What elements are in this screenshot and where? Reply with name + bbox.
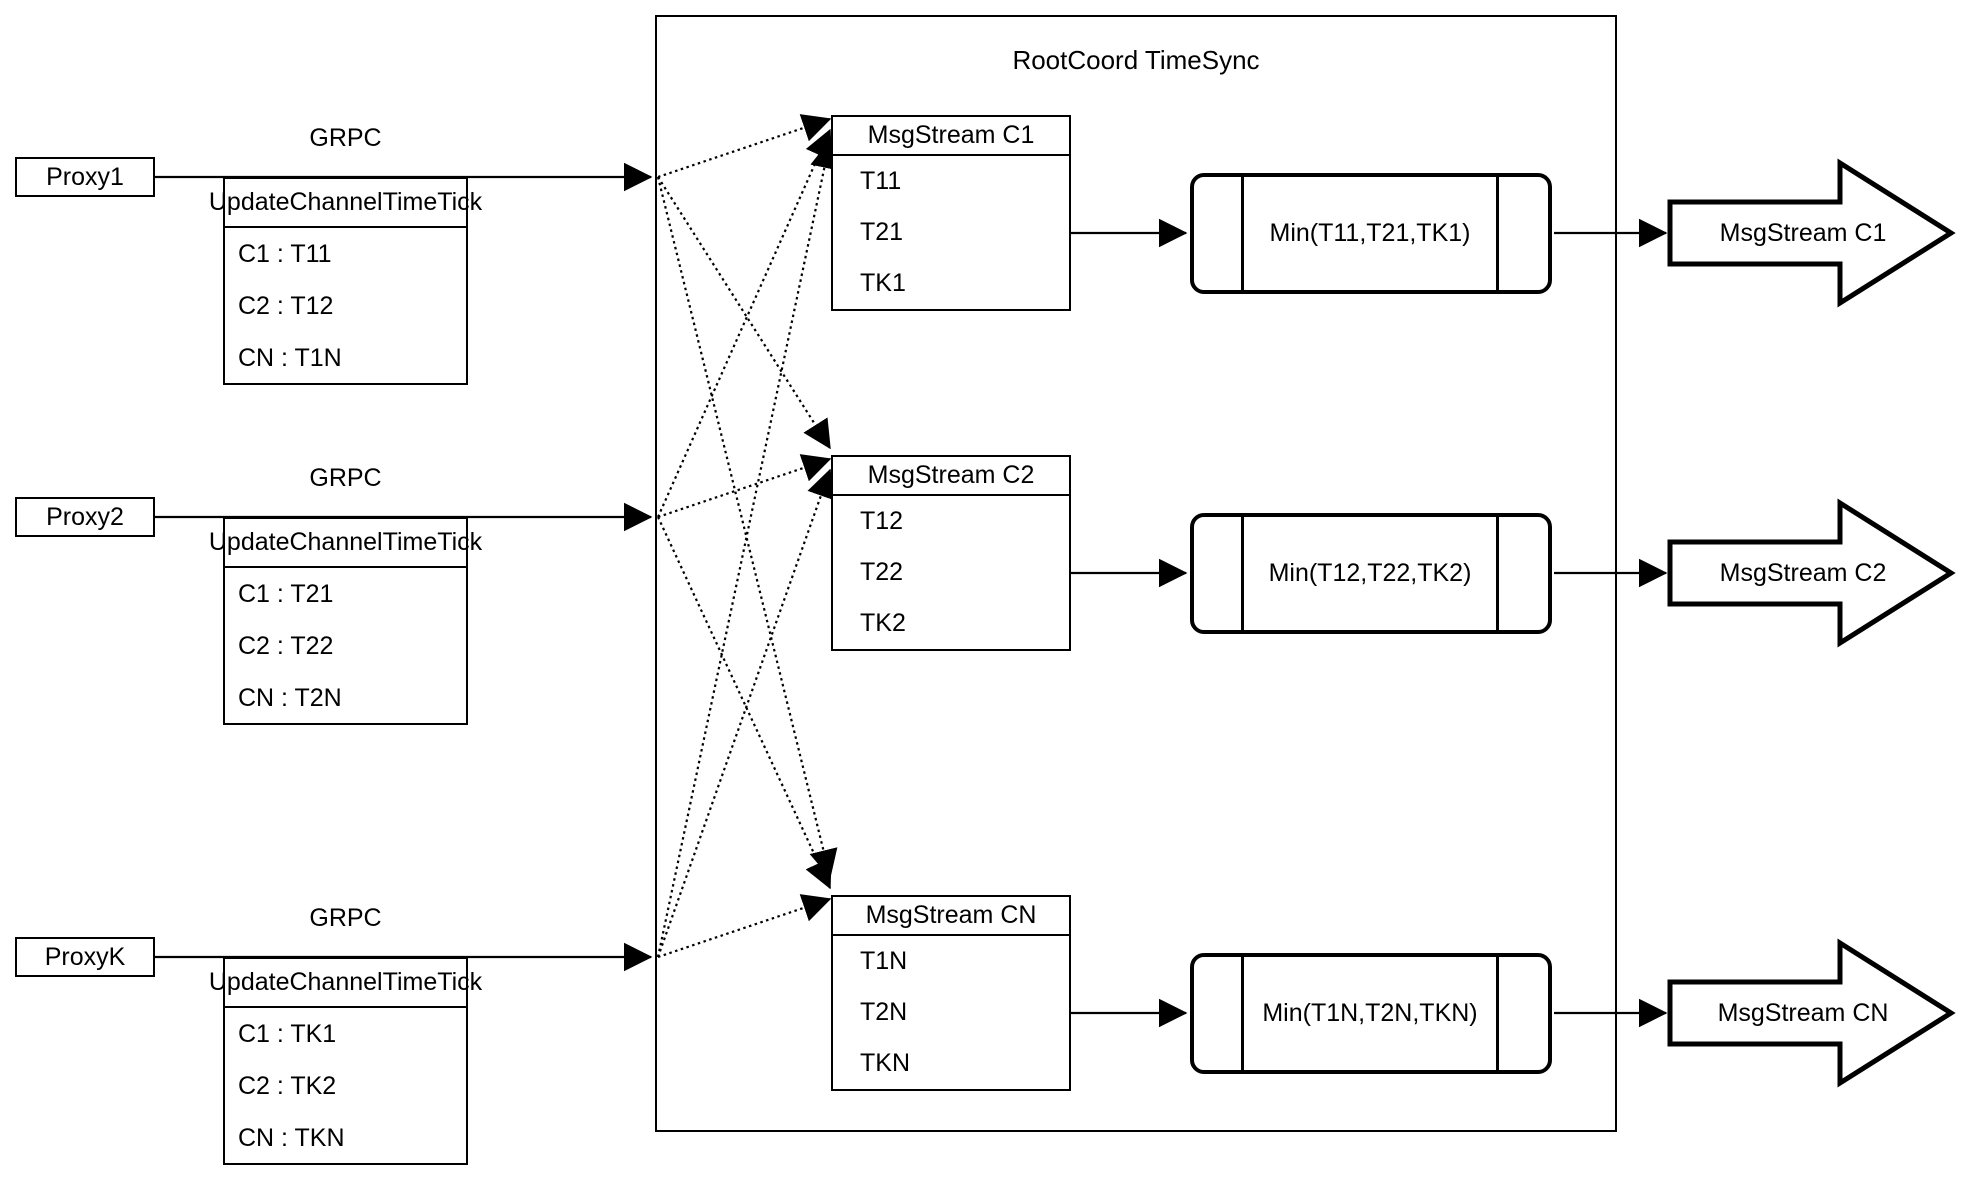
- grpc-label-3: GRPC: [309, 903, 382, 932]
- output-arrow-label-c2: MsgStream C2: [1719, 558, 1887, 587]
- proxy-box-k: ProxyK: [15, 937, 155, 977]
- update-tick-table-2: UpdateChannelTimeTick C1 : T21 C2 : T22 …: [209, 517, 482, 725]
- table-row: CN : T1N: [238, 343, 342, 372]
- output-arrow-shapes: [1667, 158, 1956, 1088]
- update-tick-table-3: UpdateChannelTimeTick C1 : TK1 C2 : TK2 …: [209, 957, 482, 1165]
- msgstream-table-c1: MsgStream C1 T11 T21 TK1: [831, 115, 1071, 311]
- table-row: CN : TKN: [238, 1123, 345, 1152]
- update-tick-table-1: UpdateChannelTimeTick C1 : T11 C2 : T12 …: [209, 177, 482, 385]
- table-row: C1 : TK1: [238, 1019, 337, 1048]
- proxy-label: ProxyK: [44, 942, 126, 971]
- node-side-bar: [1496, 957, 1499, 1070]
- proxy-box-2: Proxy2: [15, 497, 155, 537]
- table-row: T1N: [860, 947, 908, 975]
- min-label: Min(T11,T21,TK1): [1269, 219, 1471, 247]
- output-arrow-shape-cn: [1667, 938, 1956, 1088]
- min-node-cn: Min(T1N,T2N,TKN): [1190, 953, 1552, 1074]
- table-row: T12: [860, 507, 904, 535]
- table-row: CN : T2N: [238, 683, 342, 712]
- min-node-c1: Min(T11,T21,TK1): [1190, 173, 1552, 294]
- table-row: TKN: [860, 1049, 910, 1077]
- table-row: C1 : T21: [238, 579, 334, 608]
- table-row: T11: [860, 167, 902, 195]
- min-label: Min(T12,T22,TK2): [1268, 559, 1472, 587]
- proxy-label: Proxy1: [46, 162, 124, 191]
- table-row: T2N: [860, 998, 908, 1026]
- fanout-dotted-arrows: [656, 114, 839, 959]
- node-side-bar: [1496, 517, 1499, 630]
- min-label: Min(T1N,T2N,TKN): [1262, 999, 1478, 1027]
- table-row: TK2: [860, 609, 906, 637]
- node-side-bar: [1241, 177, 1244, 290]
- proxy-box-1: Proxy1: [15, 157, 155, 197]
- table-row: T21: [860, 218, 904, 246]
- table-row: T22: [860, 558, 904, 586]
- table-row: TK1: [860, 269, 906, 297]
- table-header: MsgStream CN: [833, 897, 1069, 936]
- table-header: MsgStream C2: [833, 457, 1069, 496]
- output-arrow-label-cn: MsgStream CN: [1717, 998, 1889, 1027]
- table-row: C1 : T11: [238, 239, 332, 268]
- node-side-bar: [1241, 957, 1244, 1070]
- msgstream-table-c2: MsgStream C2 T12 T22 TK2: [831, 455, 1071, 651]
- rootcoord-box: RootCoord TimeSync: [655, 15, 1617, 1132]
- proxy-label: Proxy2: [46, 502, 124, 531]
- table-header: UpdateChannelTimeTick: [209, 179, 482, 228]
- output-arrow-shape-c1: [1667, 158, 1956, 308]
- grpc-label-2: GRPC: [309, 463, 382, 492]
- node-side-bar: [1241, 517, 1244, 630]
- grpc-label-1: GRPC: [309, 123, 382, 152]
- table-header: MsgStream C1: [833, 117, 1069, 156]
- table-row: C2 : T22: [238, 631, 334, 660]
- table-row: C2 : T12: [238, 291, 334, 320]
- msgstream-table-cn: MsgStream CN T1N T2N TKN: [831, 895, 1071, 1091]
- output-arrow-label-c1: MsgStream C1: [1719, 218, 1887, 247]
- pipeline-connector-lines: [1071, 218, 1668, 1028]
- table-header: UpdateChannelTimeTick: [209, 959, 482, 1008]
- rootcoord-title: RootCoord TimeSync: [1012, 45, 1260, 75]
- output-arrow-shape-c2: [1667, 498, 1956, 648]
- table-row: C2 : TK2: [238, 1071, 337, 1100]
- node-side-bar: [1496, 177, 1499, 290]
- min-node-c2: Min(T12,T22,TK2): [1190, 513, 1552, 634]
- table-header: UpdateChannelTimeTick: [209, 519, 482, 568]
